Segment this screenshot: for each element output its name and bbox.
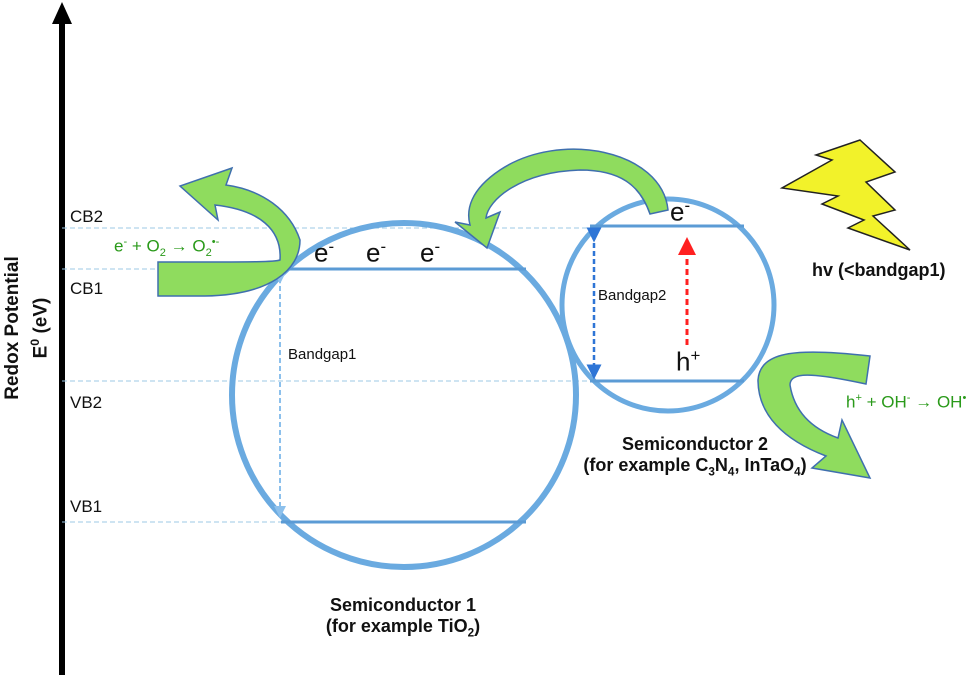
sc1-example: (for example TiO2) <box>325 616 481 640</box>
oxidation-reaction: h+ + OH- → OH• <box>846 392 967 412</box>
sc1-name: Semiconductor 1 <box>329 595 477 615</box>
sc1-electron-3: e- <box>420 237 441 268</box>
sc2-name: Semiconductor 2 <box>621 434 769 454</box>
light-label: hv (<bandgap1) <box>812 260 946 280</box>
axis-title-line2: E0 (eV) <box>28 297 52 359</box>
vb2-label: VB2 <box>70 393 103 412</box>
semiconductor2-circle <box>559 196 777 414</box>
bandgap2-label: Bandgap2 <box>598 287 667 304</box>
oxidation-arrow <box>757 351 872 479</box>
axis-title: Redox Potential E0 (eV) <box>2 228 52 428</box>
bandgap1-label: Bandgap1 <box>288 346 357 363</box>
sc2-hole: h+ <box>676 346 701 377</box>
lightning-bolt-icon <box>779 139 911 251</box>
sc2-caption: Semiconductor 2 (for example C3N4, InTaO… <box>550 434 840 479</box>
reduction-reaction: e- + O2 → O2•- <box>114 236 220 260</box>
reduction-arrow <box>157 166 301 297</box>
cb2-label: CB2 <box>70 207 104 226</box>
sc1-caption: Semiconductor 1 (for example TiO2) <box>298 595 508 640</box>
vb1-label: VB1 <box>70 497 103 516</box>
sc1-electron-2: e- <box>366 237 387 268</box>
electron-transfer-arrow <box>454 148 669 250</box>
cb1-label: CB1 <box>70 279 104 298</box>
axis-arrowhead <box>52 2 72 24</box>
sc2-electron: e- <box>670 196 691 227</box>
sc1-electron-1: e- <box>314 237 335 268</box>
axis-title-line1: Redox Potential <box>2 256 23 400</box>
semiconductor1-circle <box>229 220 579 570</box>
sc2-example: (for example C3N4, InTaO4) <box>583 455 807 479</box>
